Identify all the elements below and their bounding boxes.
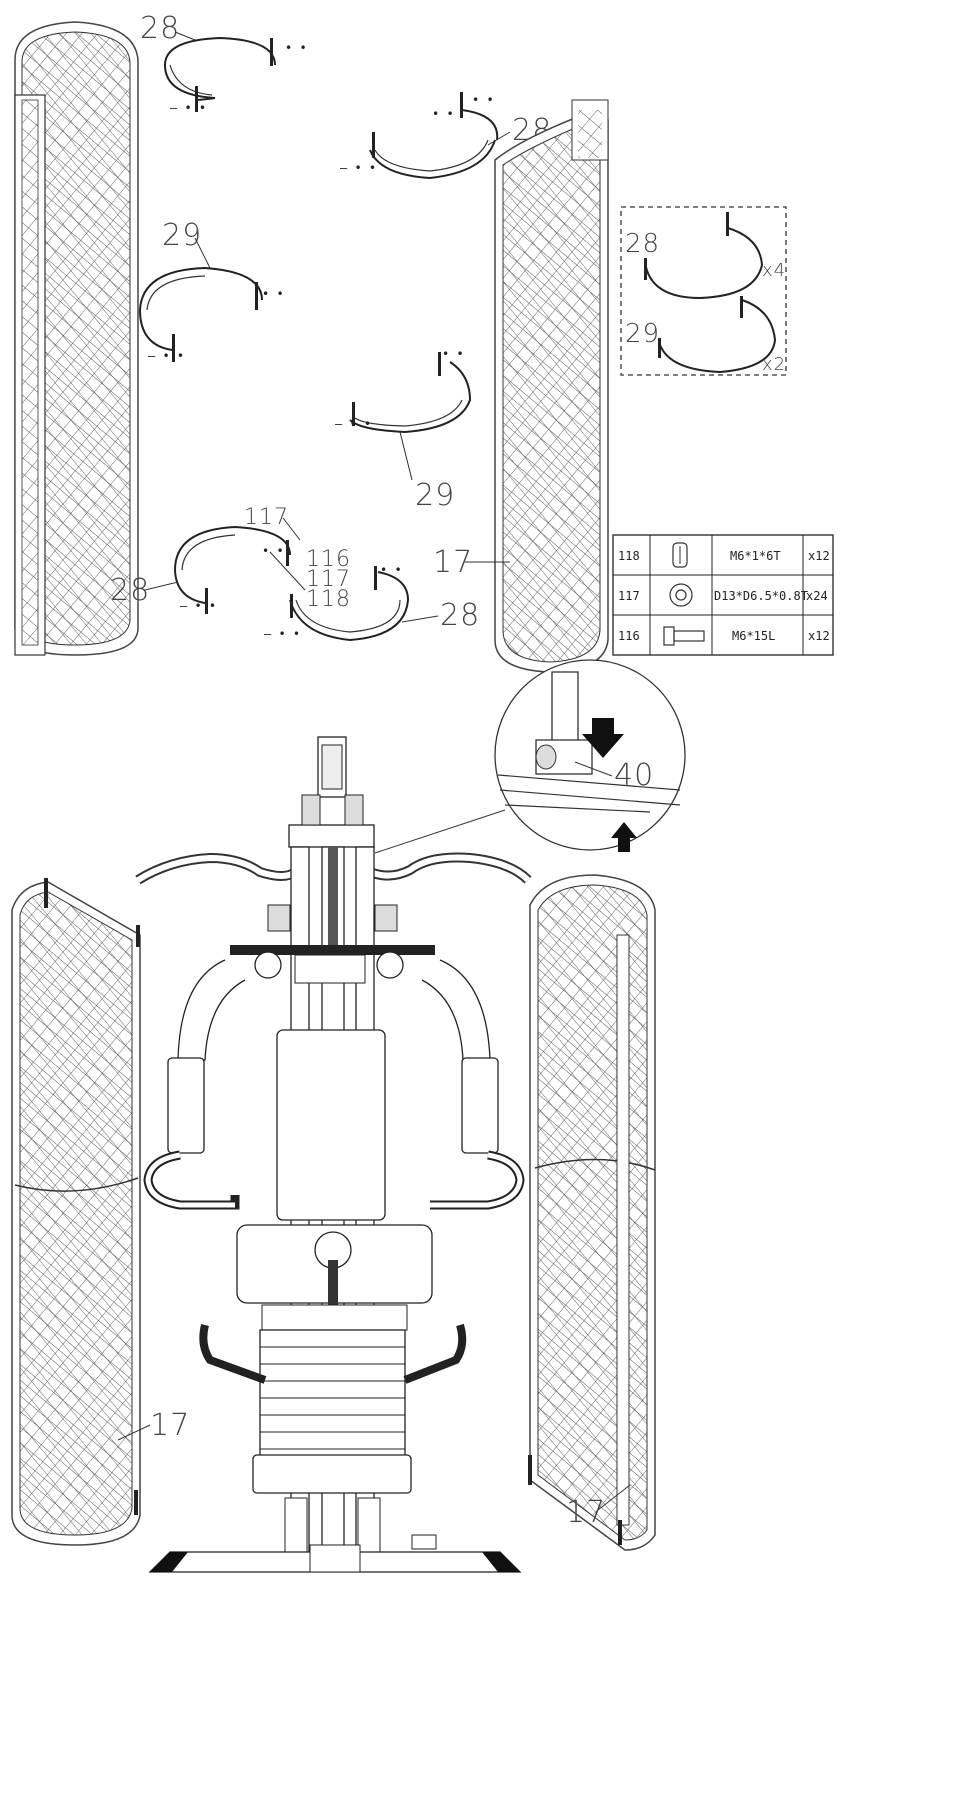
table-cell-qty: x24 xyxy=(806,589,828,603)
svg-text:— • •: — • • xyxy=(180,599,216,613)
table-cell-part: 116 xyxy=(618,629,640,643)
label-28-low-left: 28 xyxy=(110,573,150,608)
shroud-panel-bottom-right xyxy=(528,874,656,1551)
table-cell-spec: M6*1*6T xyxy=(730,549,781,563)
label-118: 118 xyxy=(306,587,351,612)
label-117b: 117 xyxy=(306,567,351,592)
gym-machine xyxy=(135,736,532,1573)
detail-circle-40: 40 xyxy=(374,659,686,854)
ring-bracket-28-right: — • • • • • • xyxy=(340,92,499,180)
svg-text:• •: • • xyxy=(262,544,284,558)
label-117: 117 xyxy=(244,505,289,530)
svg-text:— • •: — • • xyxy=(170,101,206,115)
weight-stack xyxy=(252,1329,412,1494)
svg-text:• •: • • xyxy=(285,41,307,55)
shroud-panel-bottom-left xyxy=(11,878,141,1546)
label-28-top-left: 28 xyxy=(140,11,180,46)
svg-text:— • •: — • • xyxy=(264,627,300,641)
shroud-panel-top-left xyxy=(14,21,139,656)
bolt-icon xyxy=(663,626,705,646)
washer-icon xyxy=(669,583,693,607)
svg-text:— • •: — • • xyxy=(340,161,376,175)
svg-text:— • •: — • • xyxy=(148,349,184,363)
table-cell-qty: x12 xyxy=(808,629,830,643)
label-116: 116 xyxy=(306,547,351,572)
svg-text:• •: • • xyxy=(432,107,454,121)
inset-qty-29: x2 xyxy=(762,354,786,375)
hardware-table: 118 M6*1*6T x12 117 D13*D6.5*0.8T x24 11… xyxy=(612,534,834,656)
ring-bracket-28-top: • • — • • xyxy=(164,36,307,115)
table-row: 118 M6*1*6T x12 xyxy=(618,542,830,568)
svg-text:— • •: — • • xyxy=(335,417,371,431)
svg-text:• •: • • xyxy=(380,563,402,577)
label-28-low-right: 28 xyxy=(440,598,480,633)
shroud-panel-top-right xyxy=(494,99,609,673)
table-cell-spec: M6*15L xyxy=(732,629,775,643)
label-17-left: 17 xyxy=(150,1408,190,1443)
inset-qty-28: x4 xyxy=(762,260,786,281)
svg-text:• •: • • xyxy=(262,287,284,301)
table-cell-part: 117 xyxy=(618,589,640,603)
label-40: 40 xyxy=(614,758,654,793)
table-row: 117 D13*D6.5*0.8T x24 xyxy=(618,583,828,607)
svg-text:• •: • • xyxy=(472,93,494,107)
ring-bracket-29-mid: • • — • • xyxy=(139,266,284,363)
hardware-callouts: 117 116 117 118 • • xyxy=(244,505,351,612)
nut-icon xyxy=(672,542,688,568)
ring-bracket-29-low: — • • • • xyxy=(335,347,472,434)
label-17-right: 17 xyxy=(566,1495,606,1530)
svg-text:• •: • • xyxy=(442,347,464,361)
table-cell-spec: D13*D6.5*0.8T xyxy=(714,589,808,603)
table-cell-qty: x12 xyxy=(808,549,830,563)
ring-bracket-28-low-right: — • • • • xyxy=(264,563,410,642)
inset-label-29: 29 xyxy=(625,319,660,349)
table-cell-part: 118 xyxy=(618,549,640,563)
inset-label-28: 28 xyxy=(625,229,660,259)
ring-bracket-28-low-left: — • • xyxy=(174,525,291,614)
table-row: 116 M6*15L x12 xyxy=(618,626,830,646)
label-29-mid: 29 xyxy=(162,218,202,253)
label-29-low: 29 xyxy=(415,478,455,513)
inset-ring-quantities: 28 x4 29 x2 xyxy=(620,206,787,376)
